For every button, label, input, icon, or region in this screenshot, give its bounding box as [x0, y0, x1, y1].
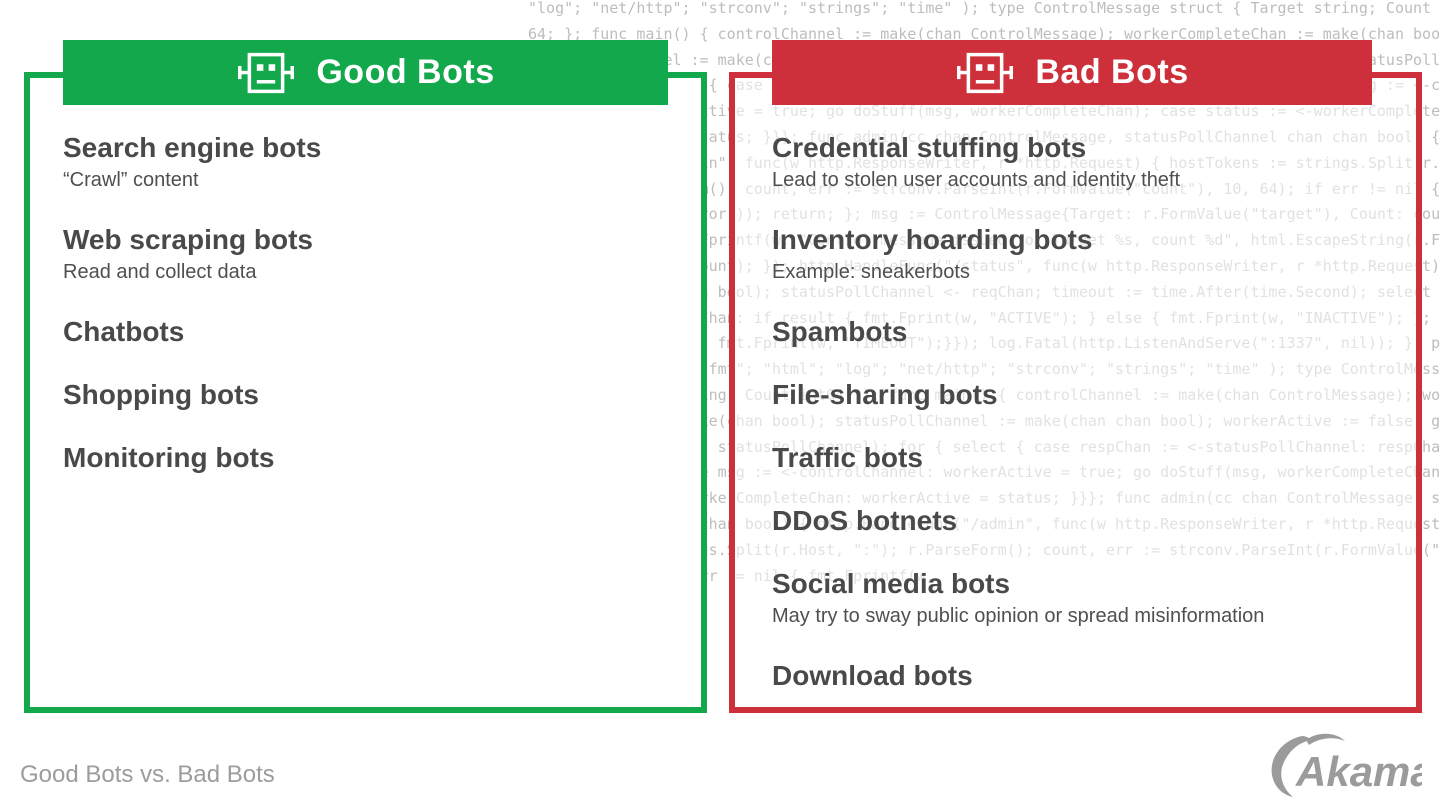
- list-item: Credential stuffing bots Lead to stolen …: [772, 131, 1397, 193]
- robot-icon: [957, 52, 1014, 93]
- bad-bots-header: Bad Bots: [772, 40, 1372, 105]
- item-label: Chatbots: [63, 316, 185, 347]
- list-item: Social media bots May try to sway public…: [772, 567, 1397, 629]
- item-description: Example: sneakerbots: [772, 261, 970, 283]
- item-description: Lead to stolen user accounts and identit…: [772, 169, 1181, 191]
- item-label: Shopping bots: [63, 379, 259, 410]
- item-description: Read and collect data: [63, 261, 257, 283]
- list-item: DDoS botnets: [772, 504, 1397, 537]
- list-item: Spambots: [772, 315, 1397, 348]
- list-item: File-sharing bots: [772, 378, 1397, 411]
- list-item: Chatbots: [63, 315, 673, 348]
- item-label: Monitoring bots: [63, 442, 275, 473]
- list-item: Inventory hoarding bots Example: sneaker…: [772, 223, 1397, 285]
- list-item: Monitoring bots: [63, 441, 673, 474]
- item-label: Social media bots: [772, 568, 1011, 599]
- item-label: Credential stuffing bots: [772, 132, 1087, 163]
- list-item: Shopping bots: [63, 378, 673, 411]
- akamai-logo: Akamai: [1266, 731, 1440, 806]
- item-label: Inventory hoarding bots: [772, 224, 1093, 255]
- item-description: “Crawl” content: [63, 169, 199, 191]
- item-label: Download bots: [772, 660, 973, 691]
- item-description: May try to sway public opinion or spread…: [772, 605, 1265, 627]
- robot-icon: [238, 52, 295, 93]
- item-label: Web scraping bots: [63, 224, 313, 255]
- bad-bots-title: Bad Bots: [1035, 53, 1189, 91]
- akamai-swoosh-large: [1271, 736, 1312, 797]
- page-title: Good Bots vs. Bad Bots: [20, 761, 275, 788]
- akamai-wordmark: Akamai: [1295, 748, 1422, 795]
- list-item: Search engine bots “Crawl” content: [63, 131, 673, 193]
- item-label: Spambots: [772, 316, 908, 347]
- akamai-swoosh-small: [1306, 733, 1345, 745]
- list-item: Traffic bots: [772, 441, 1397, 474]
- list-item: Download bots: [772, 659, 1397, 692]
- item-label: File-sharing bots: [772, 379, 998, 410]
- good-bots-title: Good Bots: [316, 53, 495, 91]
- list-item: Web scraping bots Read and collect data: [63, 223, 673, 285]
- item-label: Traffic bots: [772, 442, 923, 473]
- item-label: Search engine bots: [63, 132, 322, 163]
- item-label: DDoS botnets: [772, 505, 958, 536]
- good-bots-header: Good Bots: [63, 40, 668, 105]
- good-bots-list: Search engine bots “Crawl” content Web s…: [63, 131, 673, 474]
- bad-bots-list: Credential stuffing bots Lead to stolen …: [772, 131, 1397, 692]
